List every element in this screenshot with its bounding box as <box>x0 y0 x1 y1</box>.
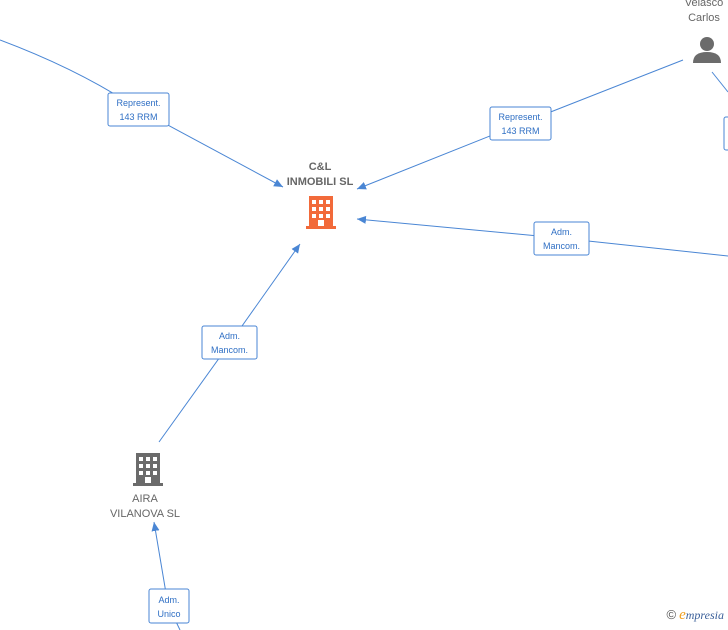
building-icon <box>133 453 163 486</box>
edge-label-aira-adm[interactable]: Adm. Mancom. <box>201 325 258 360</box>
edge-person-down[interactable] <box>711 71 728 93</box>
person-icon <box>693 37 721 63</box>
edge-label-line2: 143 RRM <box>501 126 539 136</box>
node-main-company[interactable]: C&L INMOBILI SL <box>287 161 354 229</box>
edge-label-line2: Unico <box>157 609 180 619</box>
edge-label-left-represent[interactable]: Represent. 143 RRM <box>107 92 170 127</box>
edge-label-line2: Mancom. <box>543 241 580 251</box>
edge-label-line1: Adm. <box>551 227 572 237</box>
node-label-line2: VILANOVA SL <box>110 508 180 520</box>
node-label-line2: Carlos <box>688 12 720 24</box>
building-icon <box>306 196 336 229</box>
edge-label-line2: 143 RRM <box>119 112 157 122</box>
brand-watermark: ©empresia <box>667 607 725 624</box>
node-aira-vilanova[interactable]: AIRA VILANOVA SL <box>110 453 180 520</box>
edge-label-line1: Adm. <box>158 595 179 605</box>
edge-label-line1: Represent. <box>498 112 542 122</box>
brand-name: mpresia <box>685 608 724 622</box>
node-label-line1: C&L <box>309 161 332 173</box>
edge-label-right-edge-partial[interactable] <box>723 116 728 151</box>
edges <box>0 39 728 630</box>
node-label-line1: AIRA <box>132 493 158 505</box>
node-label-line2: INMOBILI SL <box>287 176 354 188</box>
edge-label-right-adm[interactable]: Adm. Mancom. <box>533 221 590 256</box>
copyright-symbol: © <box>666 607 677 622</box>
edge-label-right-represent[interactable]: Represent. 143 RRM <box>489 106 552 141</box>
edge-label-line1: Represent. <box>116 98 160 108</box>
edge-label-bottom-adm[interactable]: Adm. Unico <box>148 588 190 624</box>
node-label-line1: Velasco <box>685 0 724 9</box>
node-person-velasco[interactable]: Velasco Carlos <box>685 0 724 63</box>
brand-initial: e <box>679 607 686 623</box>
edge-label-line2: Mancom. <box>211 345 248 355</box>
edge-label-line1: Adm. <box>219 331 240 341</box>
